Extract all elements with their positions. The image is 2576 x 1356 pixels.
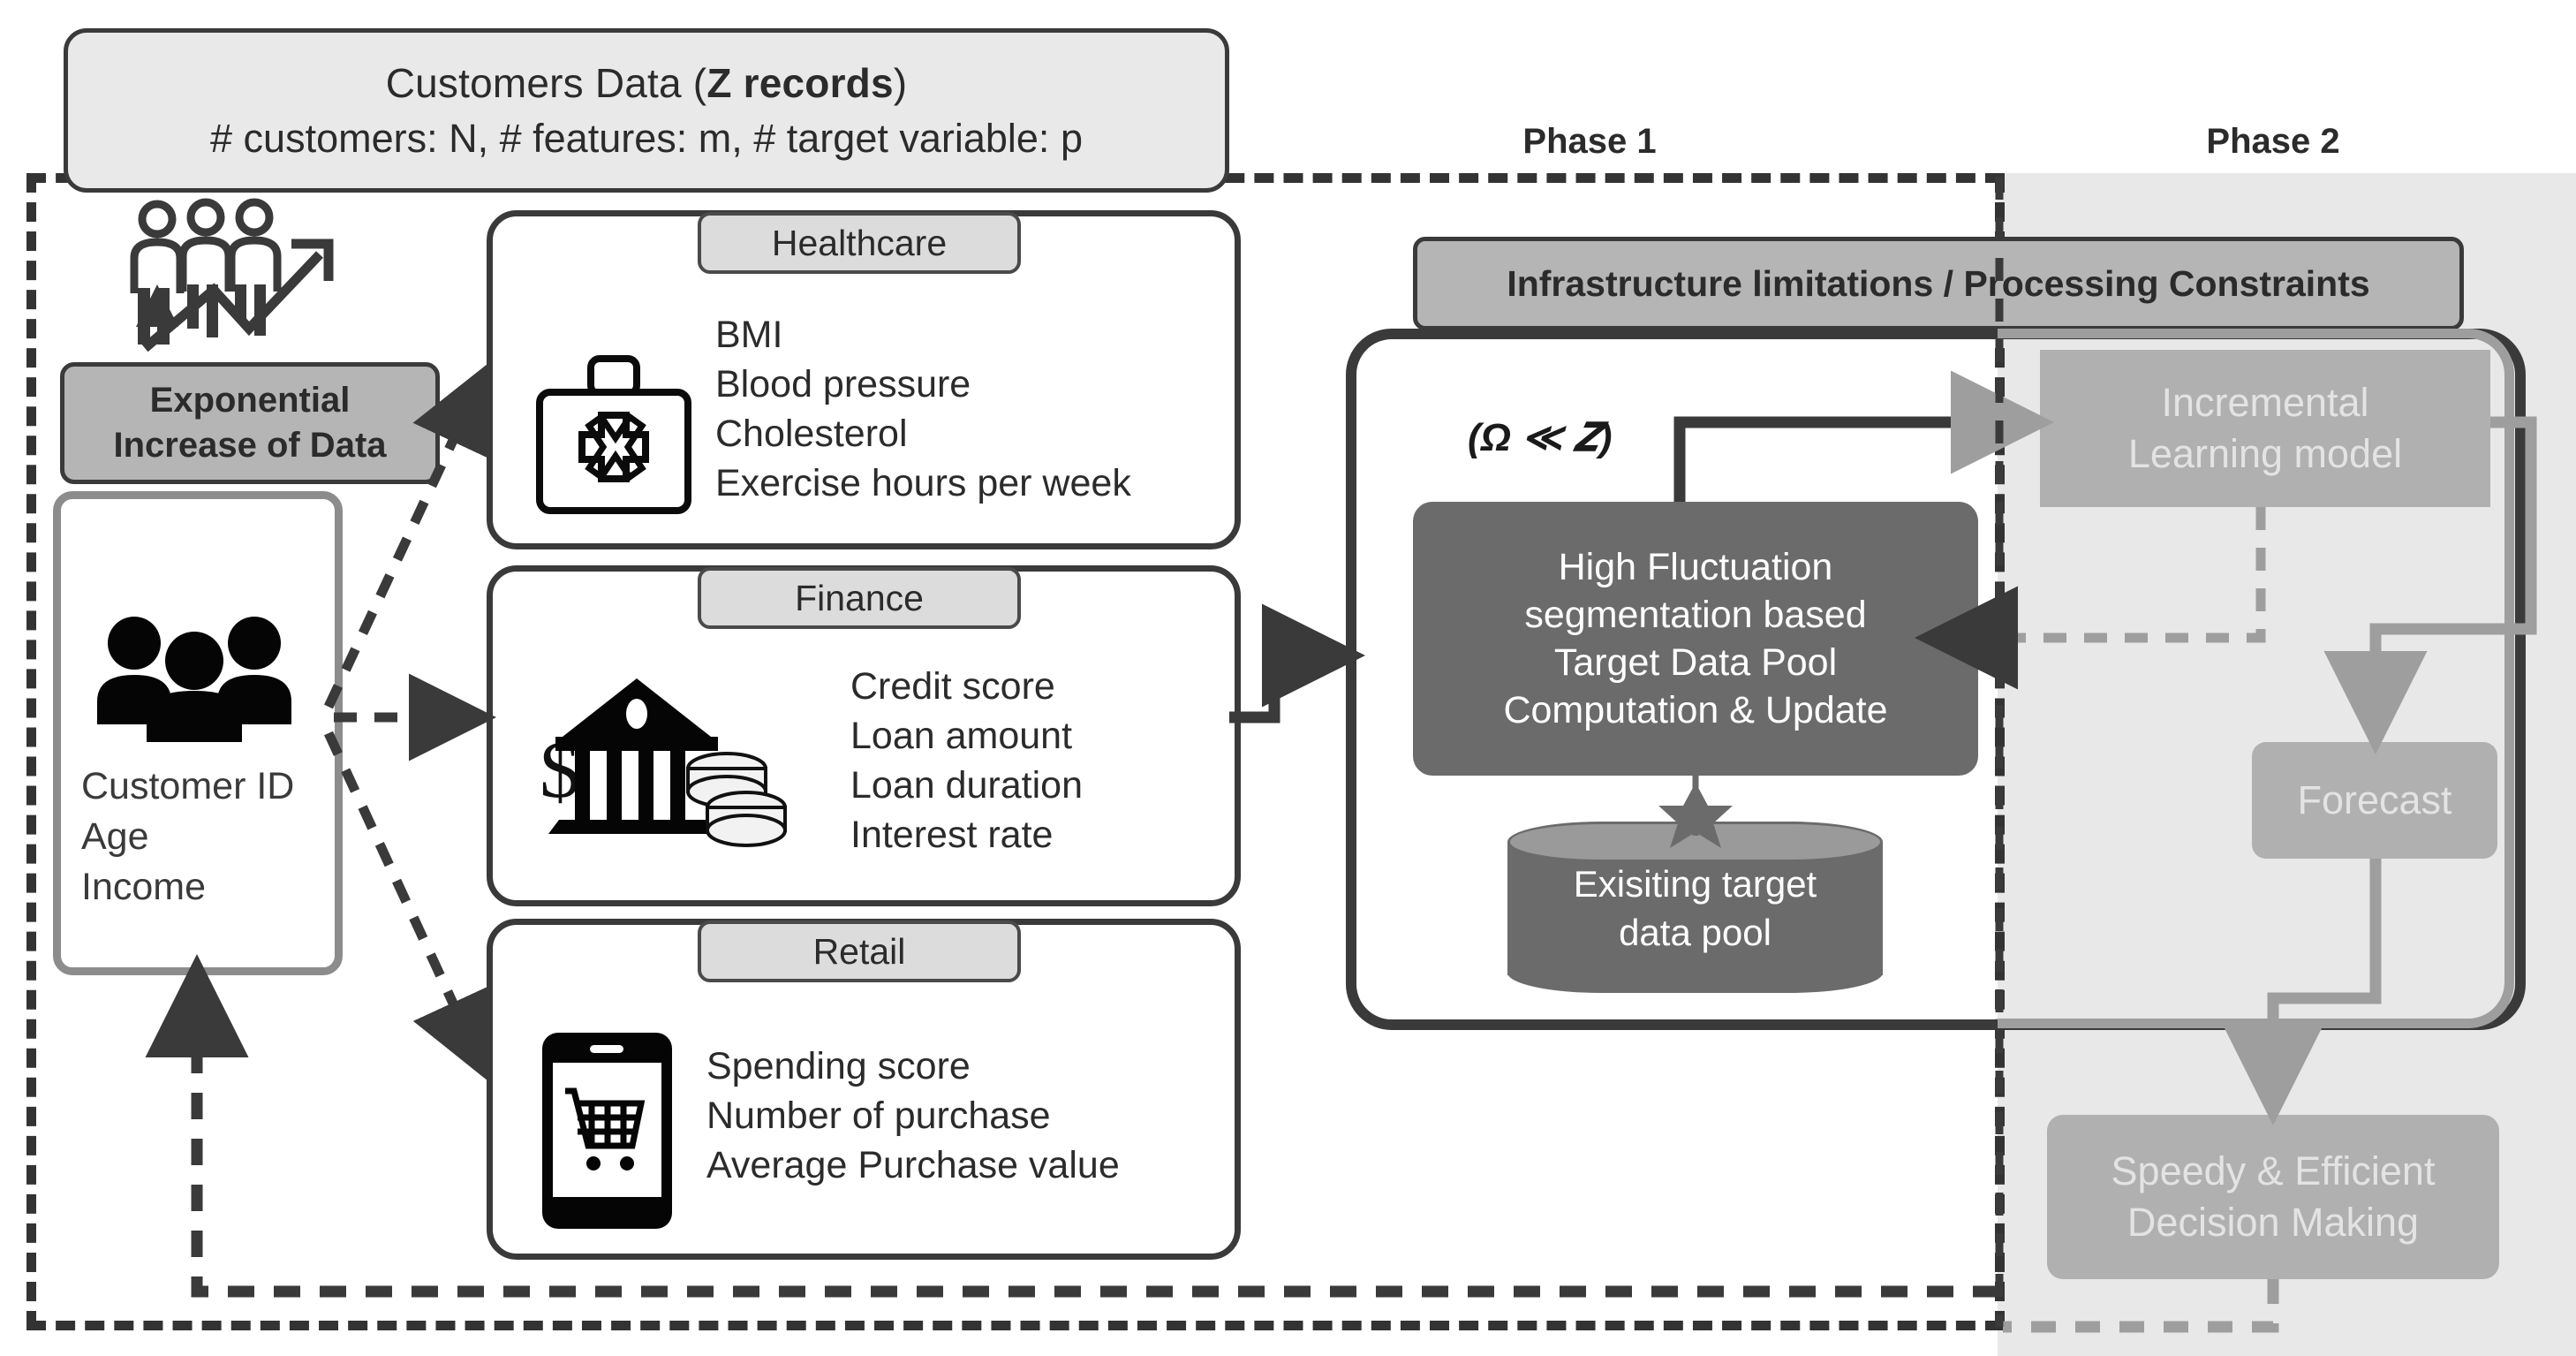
incremental-line-1: Learning model — [2127, 431, 2403, 476]
customer-attr-0: Customer ID — [81, 765, 295, 807]
decision-line-0: Speedy & Efficient — [2111, 1148, 2436, 1193]
domain-chip-label: Healthcare — [771, 222, 948, 263]
mobile-cart-icon — [539, 1029, 676, 1232]
phase1-label: Phase 1 — [1522, 122, 1657, 161]
exp-line-2: Increase of Data — [113, 426, 387, 465]
customers-data-title: Customers Data (Z records) — [386, 59, 908, 107]
forecast-label: Forecast — [2297, 777, 2452, 822]
title-prefix: Customers Data ( — [385, 60, 707, 106]
infra-banner-label: Infrastructure limitations / Processing … — [1507, 262, 2370, 304]
retail-item-1: Number of purchase — [706, 1094, 1051, 1137]
domain-list-healthcare: BMI Blood pressure Cholesterol Exercise … — [715, 311, 1131, 509]
domain-chip-healthcare: Healthcare — [698, 212, 1021, 274]
medical-kit-icon — [534, 353, 693, 517]
pool-line-1: data pool — [1619, 911, 1771, 953]
high-fluctuation-box: High Fluctuation segmentation based Targ… — [1413, 502, 1978, 776]
omega-constraint-label: (Ω ≪ 𝒁) — [1468, 416, 1613, 459]
domain-chip-label: Finance — [795, 577, 924, 618]
domain-chip-finance: Finance — [698, 567, 1021, 629]
title-bold: Z records — [706, 60, 894, 106]
infrastructure-limitations-banner: Infrastructure limitations / Processing … — [1413, 237, 2464, 330]
domain-list-retail: Spending score Number of purchase Averag… — [706, 1042, 1120, 1191]
pool-line-0: Exisiting target — [1573, 863, 1817, 905]
finance-item-2: Loan duration — [850, 763, 1083, 807]
customers-group-icon — [97, 610, 291, 742]
hf-line-0: High Fluctuation — [1558, 545, 1833, 588]
healthcare-item-1: Blood pressure — [715, 362, 971, 405]
existing-target-data-pool-cylinder: Exisiting target data pool — [1507, 822, 1883, 994]
customers-data-banner: Customers Data (Z records) # customers: … — [64, 28, 1229, 193]
domain-chip-retail: Retail — [698, 920, 1021, 982]
domain-list-finance: Credit score Loan amount Loan duration I… — [850, 663, 1083, 860]
finance-item-3: Interest rate — [850, 813, 1054, 856]
phase2-label: Phase 2 — [2206, 122, 2340, 161]
customer-attr-1: Age — [81, 814, 149, 858]
healthcare-item-0: BMI — [715, 314, 783, 356]
healthcare-item-2: Cholesterol — [715, 412, 908, 455]
customer-attr-2: Income — [81, 865, 207, 908]
hf-line-2: Target Data Pool — [1553, 641, 1838, 684]
customer-attribute-list: Customer ID Age Income — [81, 761, 329, 912]
finance-item-1: Loan amount — [850, 714, 1073, 757]
incremental-line-0: Incremental — [2161, 379, 2369, 425]
finance-item-0: Credit score — [850, 665, 1055, 708]
hf-line-3: Computation & Update — [1503, 689, 1888, 732]
retail-item-2: Average Purchase value — [706, 1143, 1120, 1186]
title-suffix: ) — [893, 60, 908, 106]
domain-chip-label: Retail — [812, 930, 906, 972]
customers-data-subtitle: # customers: N, # features: m, # target … — [210, 116, 1083, 161]
people-growth-icon — [115, 196, 353, 364]
decision-line-1: Decision Making — [2127, 1200, 2420, 1245]
decision-making-box: Speedy & Efficient Decision Making — [2047, 1115, 2499, 1279]
healthcare-item-3: Exercise hours per week — [715, 461, 1131, 504]
bank-coins-icon: $ — [534, 664, 790, 854]
hf-line-1: segmentation based — [1524, 593, 1867, 636]
exponential-increase-label: Exponential Increase of Data — [60, 362, 440, 484]
retail-item-0: Spending score — [706, 1045, 971, 1087]
incremental-learning-model-box: Incremental Learning model — [2040, 350, 2490, 507]
forecast-box: Forecast — [2252, 742, 2497, 859]
exp-line-1: Exponential — [149, 380, 351, 420]
